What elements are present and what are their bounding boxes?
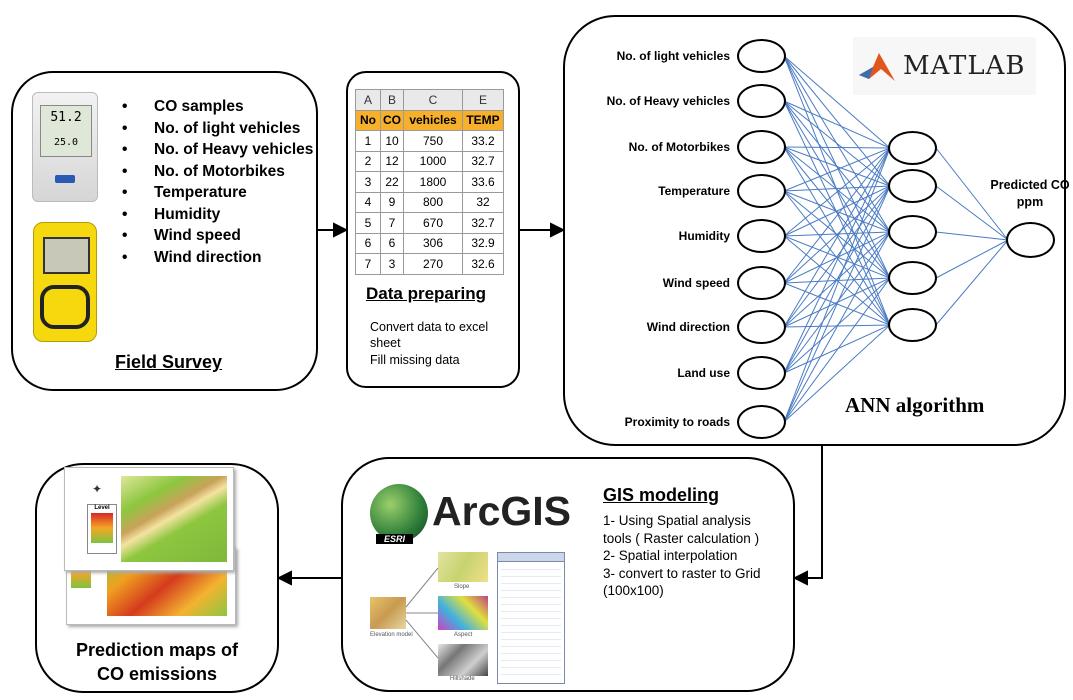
raster-arrows: [405, 567, 439, 659]
ann-input-node: [737, 39, 786, 73]
table-cell: 32: [462, 191, 504, 213]
ann-input-label: Land use: [677, 366, 730, 380]
ann-input-label: Wind direction: [646, 320, 730, 334]
gis-step: 2- Spatial interpolation: [603, 548, 738, 563]
table-cell: 270: [403, 253, 463, 275]
ann-hidden-node: [888, 308, 937, 342]
list-item: No. of Motorbikes: [122, 161, 322, 183]
ann-title: ANN algorithm: [845, 393, 985, 417]
ann-input-node: [737, 310, 786, 344]
table-row: 1 10 750 33.2: [355, 130, 504, 152]
table-cell: 12: [380, 150, 404, 172]
gis-step: 3- convert to raster to Grid (100x100): [603, 565, 761, 599]
raster-label: Slope: [454, 584, 470, 590]
ann-input-label: No. of Motorbikes: [628, 140, 730, 154]
prediction-title-line: CO emissions: [96, 664, 218, 684]
arcgis-logo: ESRI ArcGIS: [370, 478, 575, 550]
arcgis-logo-text: ArcGIS: [432, 488, 571, 534]
ann-input-node: [737, 174, 786, 208]
raster-thumbnail: [438, 596, 488, 630]
ann-output-node: [1006, 222, 1055, 258]
prediction-title-line: Prediction maps of: [75, 640, 239, 660]
table-cell: 1800: [403, 171, 463, 193]
gis-step: 1- Using Spatial analysis tools ( Raster…: [603, 513, 760, 546]
ann-input-node: [737, 356, 786, 390]
device-readout-2: 25.0: [53, 137, 79, 148]
raster-thumbnail: [438, 552, 488, 582]
crosshair-icon: ✦: [92, 482, 103, 496]
prediction-map-front: ✦ Level: [64, 467, 234, 571]
table-cell: 32.6: [462, 253, 504, 275]
data-preparing-step: Fill missing data: [370, 353, 460, 367]
ann-input-node: [737, 405, 786, 439]
matlab-logo-text: MATLAB: [903, 51, 1026, 81]
table-header: vehicles: [403, 109, 463, 131]
list-item: Temperature: [122, 182, 322, 204]
arctoolbox-window-image: [497, 552, 565, 684]
ann-input-node: [737, 130, 786, 164]
table-cell: 10: [380, 130, 404, 152]
table-cell: 32.9: [462, 232, 504, 254]
gas-detector-device-image: [33, 222, 97, 342]
list-item: Wind direction: [122, 247, 322, 269]
gis-raster-thumbnails: Elevation model Slope Aspect Hillshade: [370, 552, 494, 682]
ann-input-label: Wind speed: [662, 276, 730, 290]
table-cell: B: [380, 89, 404, 111]
ann-input-labels: No. of light vehicles No. of Heavy vehic…: [570, 0, 730, 700]
ann-hidden-node: [888, 261, 937, 295]
table-row: 4 9 800 32: [355, 191, 504, 213]
ann-output-label: Predicted CO ppm: [990, 178, 1070, 209]
list-item: CO samples: [122, 96, 322, 118]
prediction-title: Prediction maps of CO emissions: [35, 638, 279, 686]
device-readout-1: 51.2: [50, 110, 82, 125]
co-sampler-device-image: 51.2 25.0: [32, 92, 98, 202]
ann-input-label: No. of Heavy vehicles: [606, 94, 730, 108]
ann-hidden-node: [888, 169, 937, 203]
prediction-map-stack: ✦ Level: [64, 467, 236, 625]
matlab-membrane-icon: [859, 53, 895, 81]
ann-hidden-node: [888, 215, 937, 249]
list-item: No. of Heavy vehicles: [122, 139, 322, 161]
survey-variable-list: CO samples No. of light vehicles No. of …: [122, 96, 322, 268]
gis-steps: 1- Using Spatial analysis tools ( Raster…: [603, 512, 763, 600]
table-row: 7 3 270 32.6: [355, 253, 504, 275]
matlab-logo: MATLAB: [853, 37, 1036, 95]
ann-input-label: Humidity: [678, 229, 730, 243]
raster-thumbnail: [438, 644, 488, 676]
list-item: Humidity: [122, 204, 322, 226]
field-survey-title: Field Survey: [115, 352, 223, 372]
raster-label: Hillshade: [450, 676, 475, 682]
list-item: Wind speed: [122, 225, 322, 247]
globe-icon: [370, 484, 428, 542]
table-header: No: [355, 109, 381, 131]
ann-input-node: [737, 84, 786, 118]
ann-input-label: Temperature: [658, 184, 730, 198]
legend-title: Level: [94, 505, 110, 511]
ann-hidden-node: [888, 131, 937, 165]
raster-label: Elevation model: [370, 632, 413, 638]
ann-input-node: [737, 219, 786, 253]
excel-table: A B C E No CO vehicles TEMP 1 10 750 33.…: [355, 89, 504, 275]
ann-input-label: Proximity to roads: [624, 415, 730, 429]
table-header: CO: [380, 109, 404, 131]
esri-badge: ESRI: [376, 534, 414, 544]
ann-input-node: [737, 266, 786, 300]
table-cell: 1000: [403, 150, 463, 172]
data-preparing-title: Data preparing: [366, 284, 486, 303]
gis-modeling-title: GIS modeling: [603, 485, 720, 505]
raster-label: Aspect: [454, 632, 473, 638]
raster-thumbnail: [370, 597, 406, 629]
map-legend: Level: [87, 504, 117, 554]
list-item: No. of light vehicles: [122, 118, 322, 140]
data-preparing-step: Convert data to excel sheet: [370, 320, 489, 350]
ann-input-label: No. of light vehicles: [616, 49, 730, 63]
